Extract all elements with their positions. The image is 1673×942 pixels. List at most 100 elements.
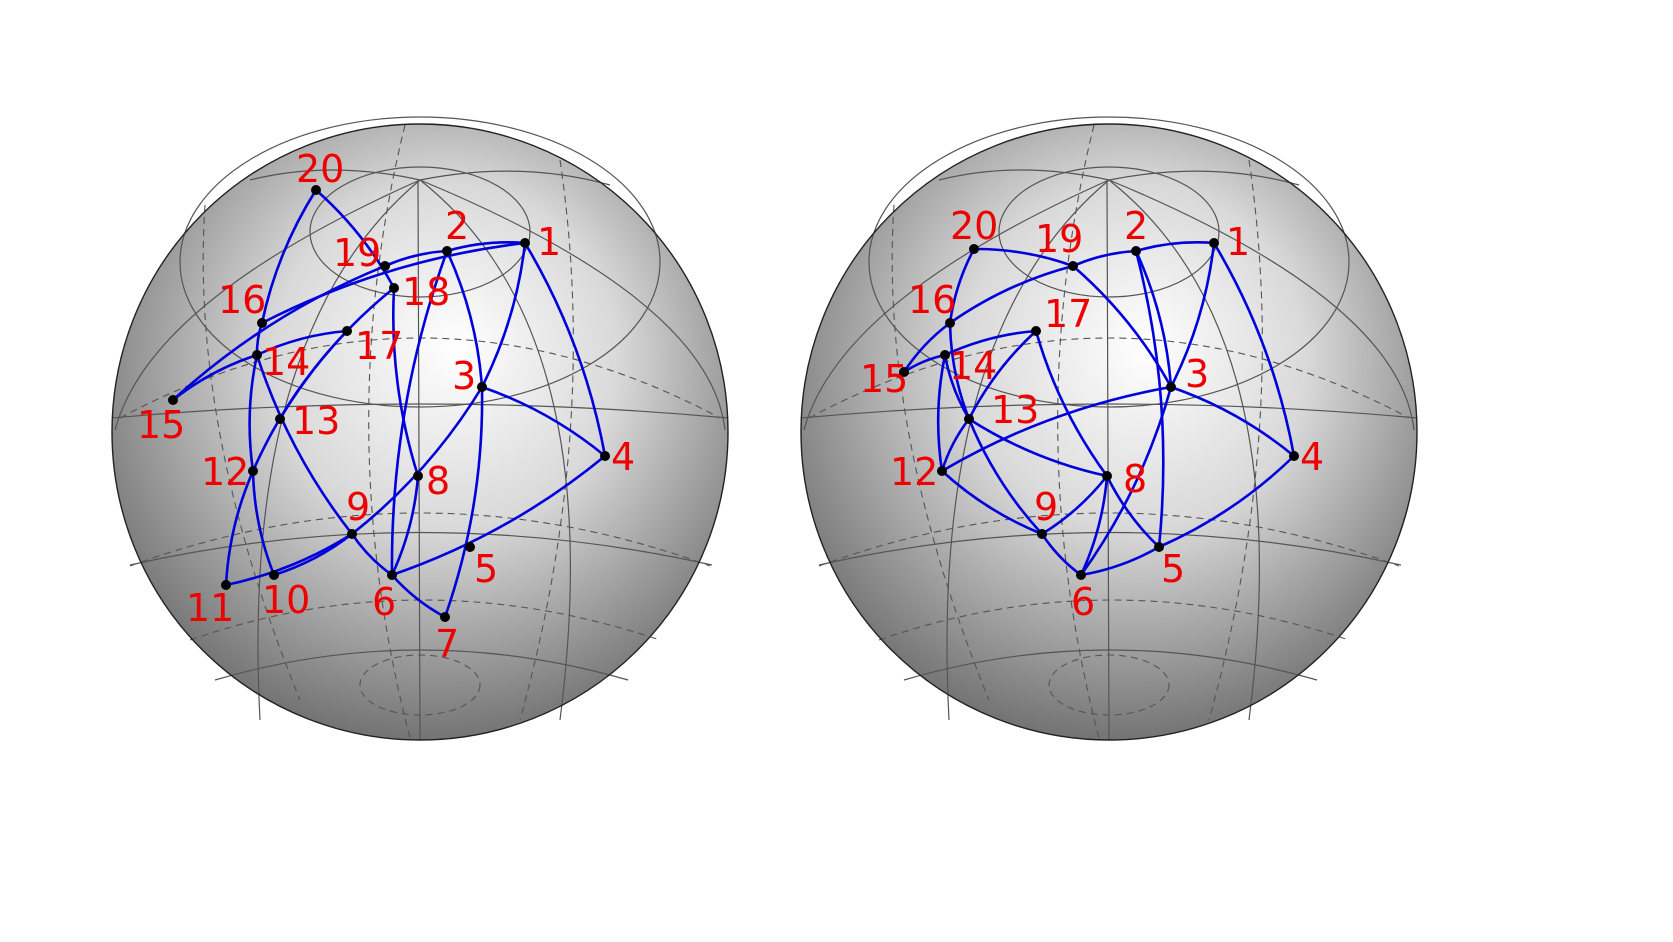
vertex-label-16: 16 [218,278,266,322]
edge-1-2 [1135,241,1215,253]
edge-3-4 [1170,385,1295,458]
graph-vertices [899,238,1299,580]
vertex-1 [520,238,530,248]
vertex-4 [1289,451,1299,461]
vertex-10 [269,570,279,580]
sphere-body [112,124,728,740]
vertex-label-19: 19 [333,231,381,275]
vertex-15 [168,395,178,405]
edge-16-1 [261,241,526,325]
edge-13-17 [967,330,1037,420]
vertex-6 [1076,570,1086,580]
edge-16-20 [948,248,976,324]
edge-4-6 [391,454,606,577]
vertex-14 [940,350,950,360]
edge-8-13 [968,417,1108,478]
vertex-label-1: 1 [1226,220,1250,264]
sphere-outline [800,123,1418,741]
edge-6-7 [391,574,446,619]
vertex-label-2: 2 [445,204,469,248]
vertex-label-17: 17 [355,324,403,368]
vertex-label-3: 3 [1185,352,1209,396]
vertex-12 [248,466,258,476]
edge-8-17 [1034,330,1109,477]
vertex-label-20: 20 [950,204,998,248]
vertex-label-9: 9 [346,485,370,529]
edge-1-2 [446,241,526,253]
edge-3-12 [941,385,1172,473]
vertex-12 [937,466,947,476]
vertex-8 [1102,471,1112,481]
edge-18-13 [278,286,395,420]
vertex-label-5: 5 [474,547,498,591]
vertex-label-16: 16 [908,278,956,322]
edge-1-3 [480,242,527,388]
edge-14-17 [256,329,348,357]
vertex-5 [465,542,475,552]
vertex-label-4: 4 [611,435,635,479]
vertex-label-12: 12 [890,450,938,494]
vertex-label-13: 13 [292,399,340,443]
vertex-3 [477,382,487,392]
edge-1-4 [1212,242,1296,457]
vertex-20 [311,185,321,195]
vertex-3 [1166,382,1176,392]
edge-8-9 [1041,475,1109,536]
vertex-label-8: 8 [1123,457,1147,501]
vertex-label-5: 5 [1161,547,1185,591]
vertex-9 [1037,529,1047,539]
vertex-label-9: 9 [1034,485,1058,529]
edge-12-14 [248,354,259,472]
edge-3-4 [481,385,606,458]
vertex-2 [442,246,452,256]
edge-3-7 [443,386,484,618]
edge-3-6 [1079,386,1173,576]
graph-edges [902,241,1296,577]
vertex-17 [342,326,352,336]
vertex-19 [1068,261,1078,271]
vertex-label-8: 8 [426,459,450,503]
edge-2-5 [1134,250,1165,548]
vertex-label-6: 6 [372,580,396,624]
edge-9-13 [967,418,1043,535]
edge-1-4 [523,242,607,457]
edge-3-19 [1072,265,1173,388]
vertex-15 [899,367,909,377]
edge-5-6 [1080,545,1160,577]
vertex-label-14: 14 [262,340,310,384]
edge-14-9 [255,354,354,535]
vertex-label-12: 12 [201,450,249,494]
vertex-13 [275,414,285,424]
sphere-body [801,124,1417,740]
vertex-11 [221,580,231,590]
edge-5-8 [1105,475,1160,548]
vertex-4 [600,451,610,461]
vertex-8 [413,471,423,481]
vertex-16 [257,318,267,328]
vertex-label-4: 4 [1300,435,1324,479]
vertex-label-15: 15 [860,357,908,401]
edge-8-18 [391,287,420,477]
edge-1-3 [1169,242,1216,388]
edge-12-14 [936,354,947,472]
vertex-label-10: 10 [262,578,310,622]
edge-19-20 [973,247,1074,268]
vertex-label-7: 7 [435,622,459,666]
edge-11-9 [225,532,353,587]
sphere-outline [111,123,729,741]
vertex-2 [1131,246,1141,256]
edge-2-3 [445,250,484,388]
vertex-1 [1209,238,1219,248]
vertex-label-6: 6 [1071,580,1095,624]
vertex-18 [389,283,399,293]
graph-edges [172,189,607,619]
vertex-label-1: 1 [537,220,561,264]
vertex-9 [347,529,357,539]
edge-2-6 [390,250,449,576]
vertex-label-19: 19 [1035,217,1083,261]
edge-9-12 [941,470,1043,536]
vertex-label-11: 11 [186,586,234,630]
vertex-13 [964,414,974,424]
